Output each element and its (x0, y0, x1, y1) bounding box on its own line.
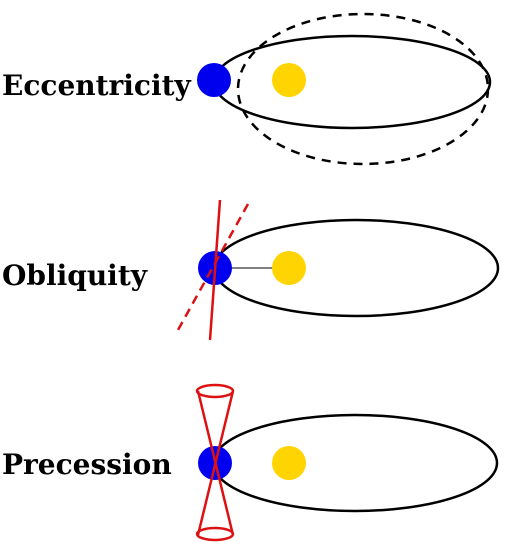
obliquity-panel: Obliquity (2, 199, 500, 341)
tilted-axis-dashed (176, 203, 250, 331)
orbit (211, 413, 499, 513)
precession-cone-top (195, 383, 235, 399)
earth-icon (197, 63, 231, 97)
precession-cone-bottom (195, 526, 235, 542)
precession-cone-side (196, 390, 235, 536)
tilted-axis-solid (208, 199, 222, 341)
sun-icon (272, 251, 306, 285)
precession-panel: Precession (2, 383, 499, 542)
eccentricity-label: Eccentricity (2, 69, 192, 102)
precession-label: Precession (2, 448, 172, 481)
eccentric-orbit (212, 34, 492, 130)
obliquity-label: Obliquity (2, 259, 148, 292)
sun-icon (272, 446, 306, 480)
eccentricity-panel: Eccentricity (2, 12, 492, 166)
sun-icon (272, 63, 306, 97)
circular-orbit-dashed (236, 12, 490, 166)
